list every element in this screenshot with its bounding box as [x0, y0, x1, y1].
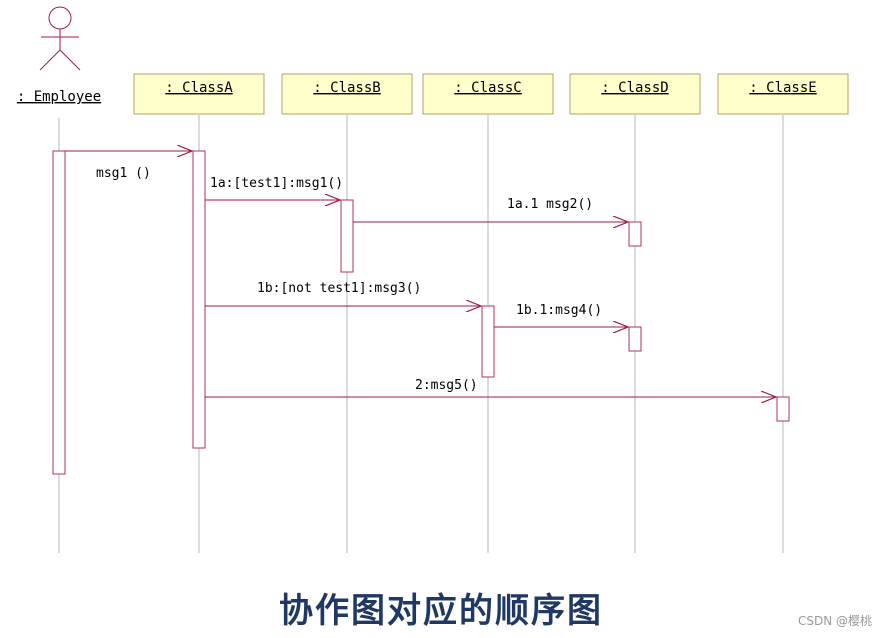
activation-classc: [481, 305, 495, 378]
actor-left-leg: [39, 49, 61, 71]
object-classc: : ClassC: [422, 73, 554, 115]
object-classc-label: : ClassC: [454, 80, 521, 96]
activation-classb: [340, 199, 354, 273]
activation-classa: [192, 150, 206, 449]
sequence-diagram: : Employee : ClassA : ClassB : ClassC : …: [17, 6, 849, 553]
message-label-1a1: 1a.1 msg2(): [507, 197, 593, 212]
activation-classd-1: [628, 221, 642, 247]
activation-classd-2: [628, 326, 642, 352]
actor-employee: : Employee: [17, 6, 101, 105]
actor-label: : Employee: [17, 89, 101, 105]
object-classb: : ClassB: [281, 73, 413, 115]
object-classe: : ClassE: [717, 73, 849, 115]
message-label-1b: 1b:[not test1]:msg3(): [257, 281, 421, 296]
message-label-1a: 1a:[test1]:msg1(): [210, 176, 343, 191]
message-label-2: 2:msg5(): [415, 378, 478, 393]
watermark: CSDN @樱桃: [797, 614, 872, 628]
actor-right-leg: [59, 49, 81, 71]
object-classa: : ClassA: [133, 73, 265, 115]
object-classe-label: : ClassE: [749, 80, 816, 96]
object-classd: : ClassD: [569, 73, 701, 115]
object-classa-label: : ClassA: [165, 80, 233, 96]
object-classd-label: : ClassD: [601, 80, 668, 96]
object-classb-label: : ClassB: [313, 80, 380, 96]
activation-classe: [776, 396, 790, 422]
diagram-caption: 协作图对应的顺序图: [279, 591, 603, 631]
message-label-msg1: msg1 (): [96, 166, 151, 181]
message-label-1b1: 1b.1:msg4(): [516, 303, 602, 318]
actor-head: [48, 6, 72, 30]
activations: [52, 150, 790, 475]
lifelines: [58, 115, 784, 553]
activation-employee: [52, 150, 66, 475]
messages: [65, 151, 776, 397]
